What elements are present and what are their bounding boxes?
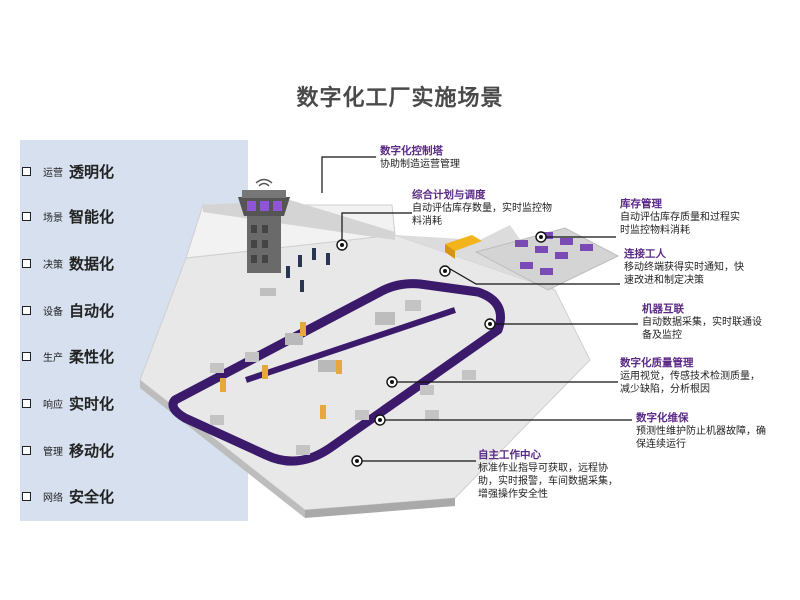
- feature-item: 场景 智能化: [22, 204, 114, 228]
- feature-big-label: 柔性化: [69, 347, 115, 366]
- feature-big-label: 透明化: [69, 162, 115, 181]
- annotation-planning-scheduling: 综合计划与调度 自动评估库存数量，实时监控物 料消耗: [412, 189, 552, 228]
- feature-small-label: 生产: [43, 352, 63, 364]
- floor-edge: [305, 498, 455, 518]
- feature-item: 运营 透明化: [22, 159, 114, 183]
- annotation-title: 数字化控制塔: [380, 145, 443, 157]
- checkbox-square-icon: [22, 351, 31, 361]
- annotation-quality: 数字化质量管理 运用视觉，传感技术检测质量， 减少缺陷，分析根因: [620, 357, 760, 396]
- production-machines: [210, 300, 476, 455]
- annotation-connected-workers: 连接工人 移动终端获得实时通知，快 速改进和制定决策: [624, 248, 744, 287]
- annotation-maintenance: 数字化维保 预测性维护防止机器故障，确 保连续运行: [636, 412, 766, 451]
- feature-item: 网络 安全化: [22, 484, 114, 508]
- feature-big-label: 自动化: [69, 301, 115, 320]
- annotation-title: 机器互联: [642, 303, 684, 315]
- annotation-desc: 自动评估库存数量，实时监控物 料消耗: [412, 203, 552, 227]
- annotation-desc: 自动数据采集，实时联通设 备及监控: [642, 317, 762, 341]
- feature-small-label: 设备: [43, 306, 63, 318]
- feature-small-label: 决策: [43, 259, 63, 271]
- annotation-title: 连接工人: [624, 248, 666, 260]
- annotation-title: 库存管理: [620, 198, 662, 210]
- annotation-control-tower: 数字化控制塔 协助制造运营管理: [380, 145, 460, 171]
- checkbox-square-icon: [22, 258, 31, 268]
- feature-small-label: 管理: [43, 446, 63, 458]
- inventory-yard: [474, 227, 620, 291]
- yard-vehicles: [515, 232, 593, 275]
- checkbox-square-icon: [22, 491, 31, 501]
- feature-item: 生产 柔性化: [22, 344, 114, 368]
- office-workers: [260, 248, 330, 296]
- annotation-desc: 移动终端获得实时通知，快 速改进和制定决策: [624, 262, 744, 286]
- annotation-inventory: 库存管理 自动评估库存质量和过程实 时监控物料消耗: [620, 198, 740, 237]
- checkbox-square-icon: [22, 211, 31, 221]
- annotation-desc: 标准作业指导可获取，远程协 助，实时报警，车间数据采集， 增强操作安全性: [478, 463, 618, 500]
- annotation-title: 数字化质量管理: [620, 357, 694, 369]
- feature-item: 响应 实时化: [22, 391, 114, 415]
- checkbox-square-icon: [22, 166, 31, 176]
- feature-big-label: 移动化: [69, 441, 115, 460]
- feature-item: 决策 数据化: [22, 251, 114, 275]
- checkbox-square-icon: [22, 305, 31, 315]
- control-tower: [238, 190, 290, 273]
- annotation-title: 综合计划与调度: [412, 189, 486, 201]
- feature-small-label: 网络: [43, 492, 63, 504]
- annotation-title: 自主工作中心: [478, 449, 541, 461]
- checkbox-square-icon: [22, 398, 31, 408]
- annotation-desc: 自动评估库存质量和过程实 时监控物料消耗: [620, 212, 740, 236]
- wifi-icon: [255, 178, 273, 187]
- annotation-work-center: 自主工作中心 标准作业指导可获取，远程协 助，实时报警，车间数据采集， 增强操作…: [478, 449, 618, 501]
- feature-big-label: 智能化: [69, 207, 115, 226]
- feature-item: 管理 移动化: [22, 438, 114, 462]
- annotation-title: 数字化维保: [636, 412, 689, 424]
- annotation-machine-iot: 机器互联 自动数据采集，实时联通设 备及监控: [642, 303, 762, 342]
- feature-big-label: 数据化: [69, 254, 115, 273]
- conveyor-loop: [168, 279, 505, 466]
- page-title: 数字化工厂实施场景: [296, 86, 504, 111]
- feature-big-label: 实时化: [69, 394, 115, 413]
- feature-item: 设备 自动化: [22, 298, 114, 322]
- truck-icon: [445, 235, 482, 259]
- annotation-desc: 预测性维护防止机器故障，确 保连续运行: [636, 426, 766, 450]
- feature-small-label: 运营: [43, 167, 63, 179]
- checkbox-square-icon: [22, 445, 31, 455]
- feature-small-label: 响应: [43, 399, 63, 411]
- callout-nodes: [336, 231, 547, 467]
- annotation-desc: 协助制造运营管理: [380, 159, 460, 170]
- leader-lines: [321, 156, 638, 462]
- annotation-desc: 运用视觉，传感技术检测质量， 减少缺陷，分析根因: [620, 371, 760, 395]
- robot-arms: [220, 322, 342, 419]
- feature-small-label: 场景: [43, 212, 63, 224]
- feature-big-label: 安全化: [69, 487, 115, 506]
